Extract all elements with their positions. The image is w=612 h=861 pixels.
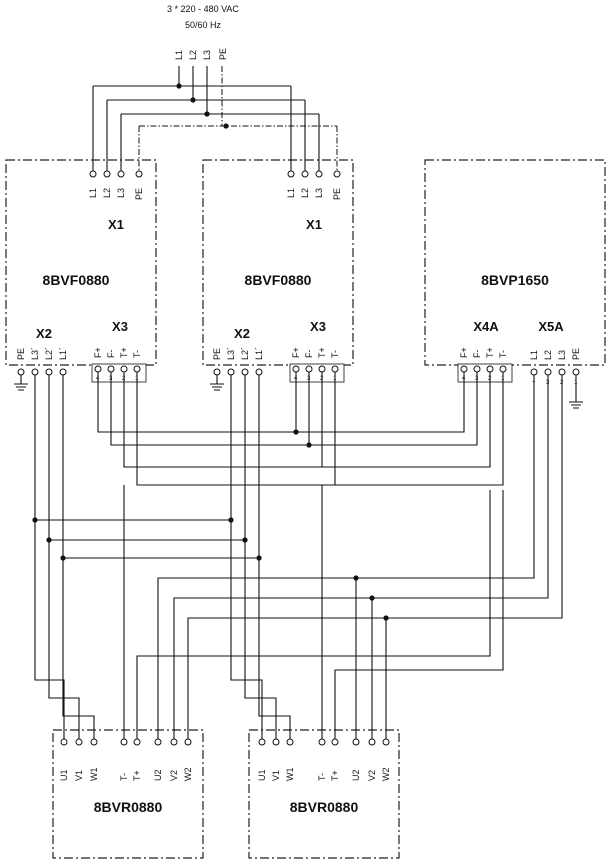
bvf-a-x3-label: X3 — [112, 319, 128, 334]
bvf-b-x2-label: X2 — [234, 326, 250, 341]
svg-text:L1: L1 — [286, 188, 296, 198]
supply-pin-pe: PE — [218, 48, 228, 60]
svg-text:F+: F+ — [459, 347, 469, 358]
svg-text:PE: PE — [134, 188, 144, 200]
bvf-a-x3-terminals: F+ F- T+ T- 4 3 2 1 — [91, 347, 147, 383]
motor-wiring — [34, 485, 504, 742]
svg-text:L3´: L3´ — [226, 347, 236, 360]
svg-text:L3: L3 — [557, 350, 567, 360]
svg-text:T+: T+ — [119, 347, 129, 358]
bvp-name: 8BVP1650 — [481, 272, 549, 288]
svg-text:PE: PE — [212, 348, 222, 360]
dc-bus-wiring — [32, 375, 563, 742]
bvp-x5a-label: X5A — [538, 319, 564, 334]
svg-text:L2: L2 — [102, 188, 112, 198]
supply-bus — [92, 66, 338, 172]
bvf-a-x1-label: X1 — [108, 217, 124, 232]
bvr-b-name: 8BVR0880 — [290, 799, 359, 815]
svg-text:U2: U2 — [153, 769, 163, 781]
bvf-b-x3-label: X3 — [310, 319, 326, 334]
module-box-bvr-b — [248, 729, 400, 859]
svg-text:F-: F- — [304, 350, 314, 359]
svg-text:V1: V1 — [74, 770, 84, 781]
svg-text:U1: U1 — [59, 769, 69, 781]
svg-text:L1: L1 — [88, 188, 98, 198]
bvf-b-x1-terminals: L1 L2 L3 PE — [286, 170, 342, 200]
svg-text:T-: T- — [317, 773, 327, 781]
supply-pin-l3: L3 — [202, 50, 212, 60]
svg-text:L3´: L3´ — [30, 347, 40, 360]
module-box-bvp — [424, 159, 606, 366]
svg-text:V2: V2 — [367, 770, 377, 781]
svg-text:L2: L2 — [543, 350, 553, 360]
svg-text:U2: U2 — [351, 769, 361, 781]
svg-text:PE: PE — [16, 348, 26, 360]
supply-voltage: 3 * 220 - 480 VAC — [167, 4, 239, 14]
svg-text:PE: PE — [332, 188, 342, 200]
module-box-bvr-a — [52, 729, 204, 859]
svg-text:U1: U1 — [257, 769, 267, 781]
svg-text:T+: T+ — [330, 770, 340, 781]
bvr-b-terminals: U1 V1 W1 T- T+ U2 V2 W2 — [257, 738, 391, 782]
bvr-a-name: 8BVR0880 — [94, 799, 163, 815]
bvr-a-terminals: U1 V1 W1 T- T+ U2 V2 W2 — [59, 738, 193, 782]
bvf-b-x3-terminals: F+ F- T+ T- 4 3 2 1 — [289, 347, 345, 383]
svg-text:T-: T- — [119, 773, 129, 781]
svg-text:T-: T- — [330, 350, 340, 358]
bvf-a-name: 8BVF0880 — [43, 272, 110, 288]
bvp-x4a-terminals: F+ F- T+ T- 4 3 2 1 — [457, 347, 513, 383]
svg-text:W2: W2 — [381, 768, 391, 782]
svg-text:F-: F- — [106, 350, 116, 359]
svg-text:T+: T+ — [317, 347, 327, 358]
svg-text:L3: L3 — [116, 188, 126, 198]
ground-symbol — [14, 375, 583, 409]
bvf-b-x2-terminals: PE L3´ L2´ L1´ — [212, 347, 264, 376]
svg-text:L1´: L1´ — [254, 347, 264, 360]
svg-text:T-: T- — [132, 350, 142, 358]
svg-text:W2: W2 — [183, 768, 193, 782]
bvf-b-x1-label: X1 — [306, 217, 322, 232]
module-box-bvf-a — [5, 159, 157, 366]
svg-text:L2´: L2´ — [44, 347, 54, 360]
svg-text:L2´: L2´ — [240, 347, 250, 360]
svg-text:T+: T+ — [485, 347, 495, 358]
svg-text:F-: F- — [472, 350, 482, 359]
module-box-bvf-b — [202, 159, 354, 366]
supply-frequency: 50/60 Hz — [185, 20, 222, 30]
x3-bus-wiring — [97, 372, 504, 486]
bvf-a-x2-terminals: PE L3´ L2´ L1´ — [16, 347, 68, 376]
bvf-b-name: 8BVF0880 — [245, 272, 312, 288]
svg-text:V1: V1 — [271, 770, 281, 781]
bvf-a-x2-label: X2 — [36, 326, 52, 341]
supply-pin-l1: L1 — [174, 50, 184, 60]
svg-text:W1: W1 — [89, 768, 99, 782]
bvp-x4a-label: X4A — [473, 319, 499, 334]
svg-text:W1: W1 — [285, 768, 295, 782]
svg-text:L1: L1 — [529, 350, 539, 360]
svg-text:T+: T+ — [132, 770, 142, 781]
bvf-a-x1-terminals: L1 L2 L3 PE — [88, 170, 144, 200]
bvp-x5a-terminals: L1 L2 L3 PE + 3 2 1 — [529, 348, 581, 386]
supply-pin-l2: L2 — [188, 50, 198, 60]
svg-text:PE: PE — [571, 348, 581, 360]
svg-text:L1´: L1´ — [58, 347, 68, 360]
svg-text:T-: T- — [498, 350, 508, 358]
svg-text:F+: F+ — [291, 347, 301, 358]
svg-text:V2: V2 — [169, 770, 179, 781]
svg-text:L3: L3 — [314, 188, 324, 198]
svg-text:L2: L2 — [300, 188, 310, 198]
svg-text:F+: F+ — [93, 347, 103, 358]
